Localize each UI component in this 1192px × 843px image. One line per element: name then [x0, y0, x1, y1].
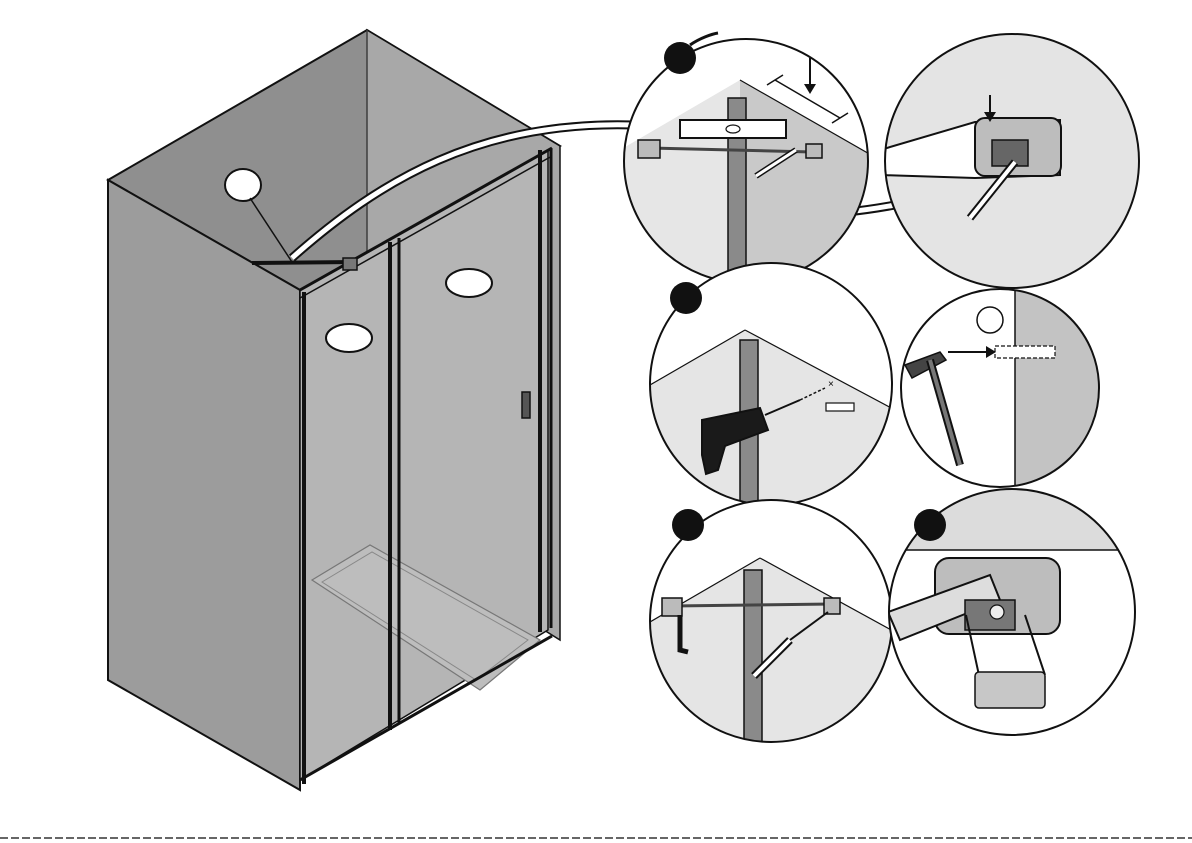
step-d [900, 288, 1105, 488]
step-a-number [664, 42, 696, 74]
step-a [620, 33, 880, 300]
wall-bracket-icon [638, 140, 660, 158]
step-f-number [914, 509, 946, 541]
cover-cap-icon [975, 672, 1045, 708]
step-c: × [650, 263, 895, 510]
step-c-number [670, 282, 702, 314]
callout-fixed-panel [326, 324, 372, 352]
support-bar [252, 262, 355, 263]
step-d-number [977, 307, 1003, 333]
callout-support [225, 169, 261, 201]
step-e [650, 500, 895, 750]
svg-text:×: × [828, 379, 834, 390]
wall-plug-icon [995, 346, 1055, 358]
wall-plug-icon [826, 403, 854, 411]
spirit-level-icon [680, 120, 786, 138]
callout-door [446, 269, 492, 297]
step-f [888, 488, 1138, 738]
step-e-number [672, 509, 704, 541]
door-handle [522, 392, 530, 418]
step-b [880, 30, 1150, 300]
